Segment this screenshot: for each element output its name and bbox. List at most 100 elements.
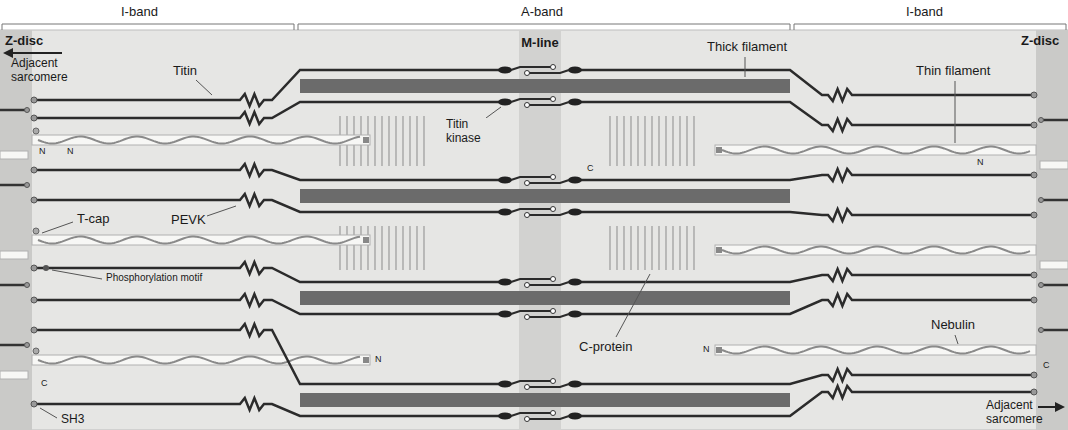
part-label: Adjacent sarcomere — [985, 399, 1047, 427]
titin-end — [25, 108, 30, 113]
thin-filament — [715, 145, 1036, 155]
part-label: Phosphorylation motif — [105, 272, 207, 284]
c-protein-stripe — [679, 116, 680, 166]
c-protein-stripe — [637, 116, 638, 166]
c-protein-stripe — [679, 226, 680, 270]
adjacent-thin-filament — [1040, 161, 1068, 169]
leader-line — [40, 408, 57, 418]
titin-end — [31, 97, 37, 103]
c-protein-stripe — [693, 116, 694, 166]
part-label: T-cap — [76, 212, 111, 227]
t-cap-dot — [33, 348, 39, 354]
titin-end — [1031, 297, 1037, 303]
titin-end — [551, 309, 556, 314]
part-label: Z-disc — [4, 34, 44, 49]
c-protein-stripe — [644, 116, 645, 166]
c-protein-stripe — [672, 226, 673, 270]
z-disc-band — [0, 30, 32, 430]
titin-strand — [511, 311, 551, 314]
titin-end — [551, 277, 556, 282]
titin-end — [525, 315, 530, 320]
titin-end — [31, 197, 37, 203]
thick-filament — [300, 291, 790, 305]
leader-line — [52, 270, 102, 279]
nebulin-end — [716, 247, 722, 253]
nebulin-end — [363, 357, 369, 363]
titin-end — [25, 343, 30, 348]
nebulin-end — [363, 137, 369, 143]
phosphorylation-dot — [43, 265, 49, 271]
band-bracket — [2, 24, 294, 30]
leader-line — [955, 335, 958, 344]
titin-end — [31, 401, 37, 407]
titin-kinase — [498, 67, 512, 74]
c-protein-stripe — [665, 226, 666, 270]
c-protein-stripe — [686, 116, 687, 166]
titin-end — [1031, 389, 1037, 395]
titin-end — [25, 283, 30, 288]
leader-line — [42, 222, 73, 233]
titin-strand — [529, 212, 569, 215]
nebulin-strand — [38, 137, 360, 144]
c-protein-stripe — [651, 116, 652, 166]
c-protein-stripe — [402, 226, 403, 270]
adjacent-thin-filament — [1040, 261, 1068, 269]
titin-strand — [529, 314, 569, 317]
c-protein-stripe — [623, 226, 624, 270]
leader-line — [486, 107, 501, 118]
part-label: A-band — [520, 5, 564, 20]
titin-strand — [529, 416, 569, 419]
titin-strand — [511, 413, 551, 416]
titin-kinase — [568, 177, 582, 184]
adjacent-titin — [0, 344, 28, 347]
t-cap-dot — [33, 128, 39, 134]
titin-end — [31, 327, 37, 333]
titin-end — [1031, 372, 1037, 378]
part-label: I-band — [120, 5, 159, 20]
c-protein-stripe — [374, 226, 375, 270]
titin-strand — [581, 294, 1036, 314]
titin-end — [551, 175, 556, 180]
thick-filament — [300, 189, 790, 203]
titin-strand — [511, 381, 551, 384]
c-protein-stripe — [616, 226, 617, 270]
titin-strand — [581, 209, 1036, 221]
c-protein-stripe — [672, 116, 673, 166]
band-bracket — [298, 24, 790, 30]
c-protein-stripe — [388, 116, 389, 166]
titin-end — [525, 385, 530, 390]
titin-end — [31, 297, 37, 303]
c-protein-stripe — [353, 226, 354, 270]
nebulin-strand — [38, 357, 360, 364]
titin-end — [1031, 122, 1037, 128]
titin-kinase — [568, 99, 582, 106]
c-protein-stripe — [637, 226, 638, 270]
part-label: Nebulin — [930, 318, 976, 333]
c-protein-stripe — [644, 226, 645, 270]
titin-strand — [511, 177, 551, 180]
c-protein-stripe — [381, 226, 382, 270]
c-protein-stripe — [409, 116, 410, 166]
titin-end — [1031, 212, 1037, 218]
titin-end — [31, 115, 37, 121]
titin-strand — [529, 180, 569, 183]
c-protein-stripe — [395, 226, 396, 270]
titin-end — [1031, 172, 1037, 178]
titin-end — [551, 411, 556, 416]
c-protein-stripe — [630, 116, 631, 166]
adjacent-thin-filament — [0, 151, 28, 159]
c-protein-stripe — [402, 116, 403, 166]
adjacent-thin-filament — [0, 251, 28, 259]
nebulin-end — [716, 347, 722, 353]
leader-line — [204, 206, 236, 217]
thick-filament — [300, 393, 790, 407]
adjacent-titin — [0, 109, 28, 112]
part-label: Titin kinase — [445, 118, 502, 146]
titin-strand — [32, 324, 499, 384]
titin-kinase — [568, 381, 582, 388]
titin-end — [525, 181, 530, 186]
c-protein-stripe — [416, 226, 417, 270]
titin-kinase — [498, 177, 512, 184]
part-label: N — [374, 354, 383, 364]
